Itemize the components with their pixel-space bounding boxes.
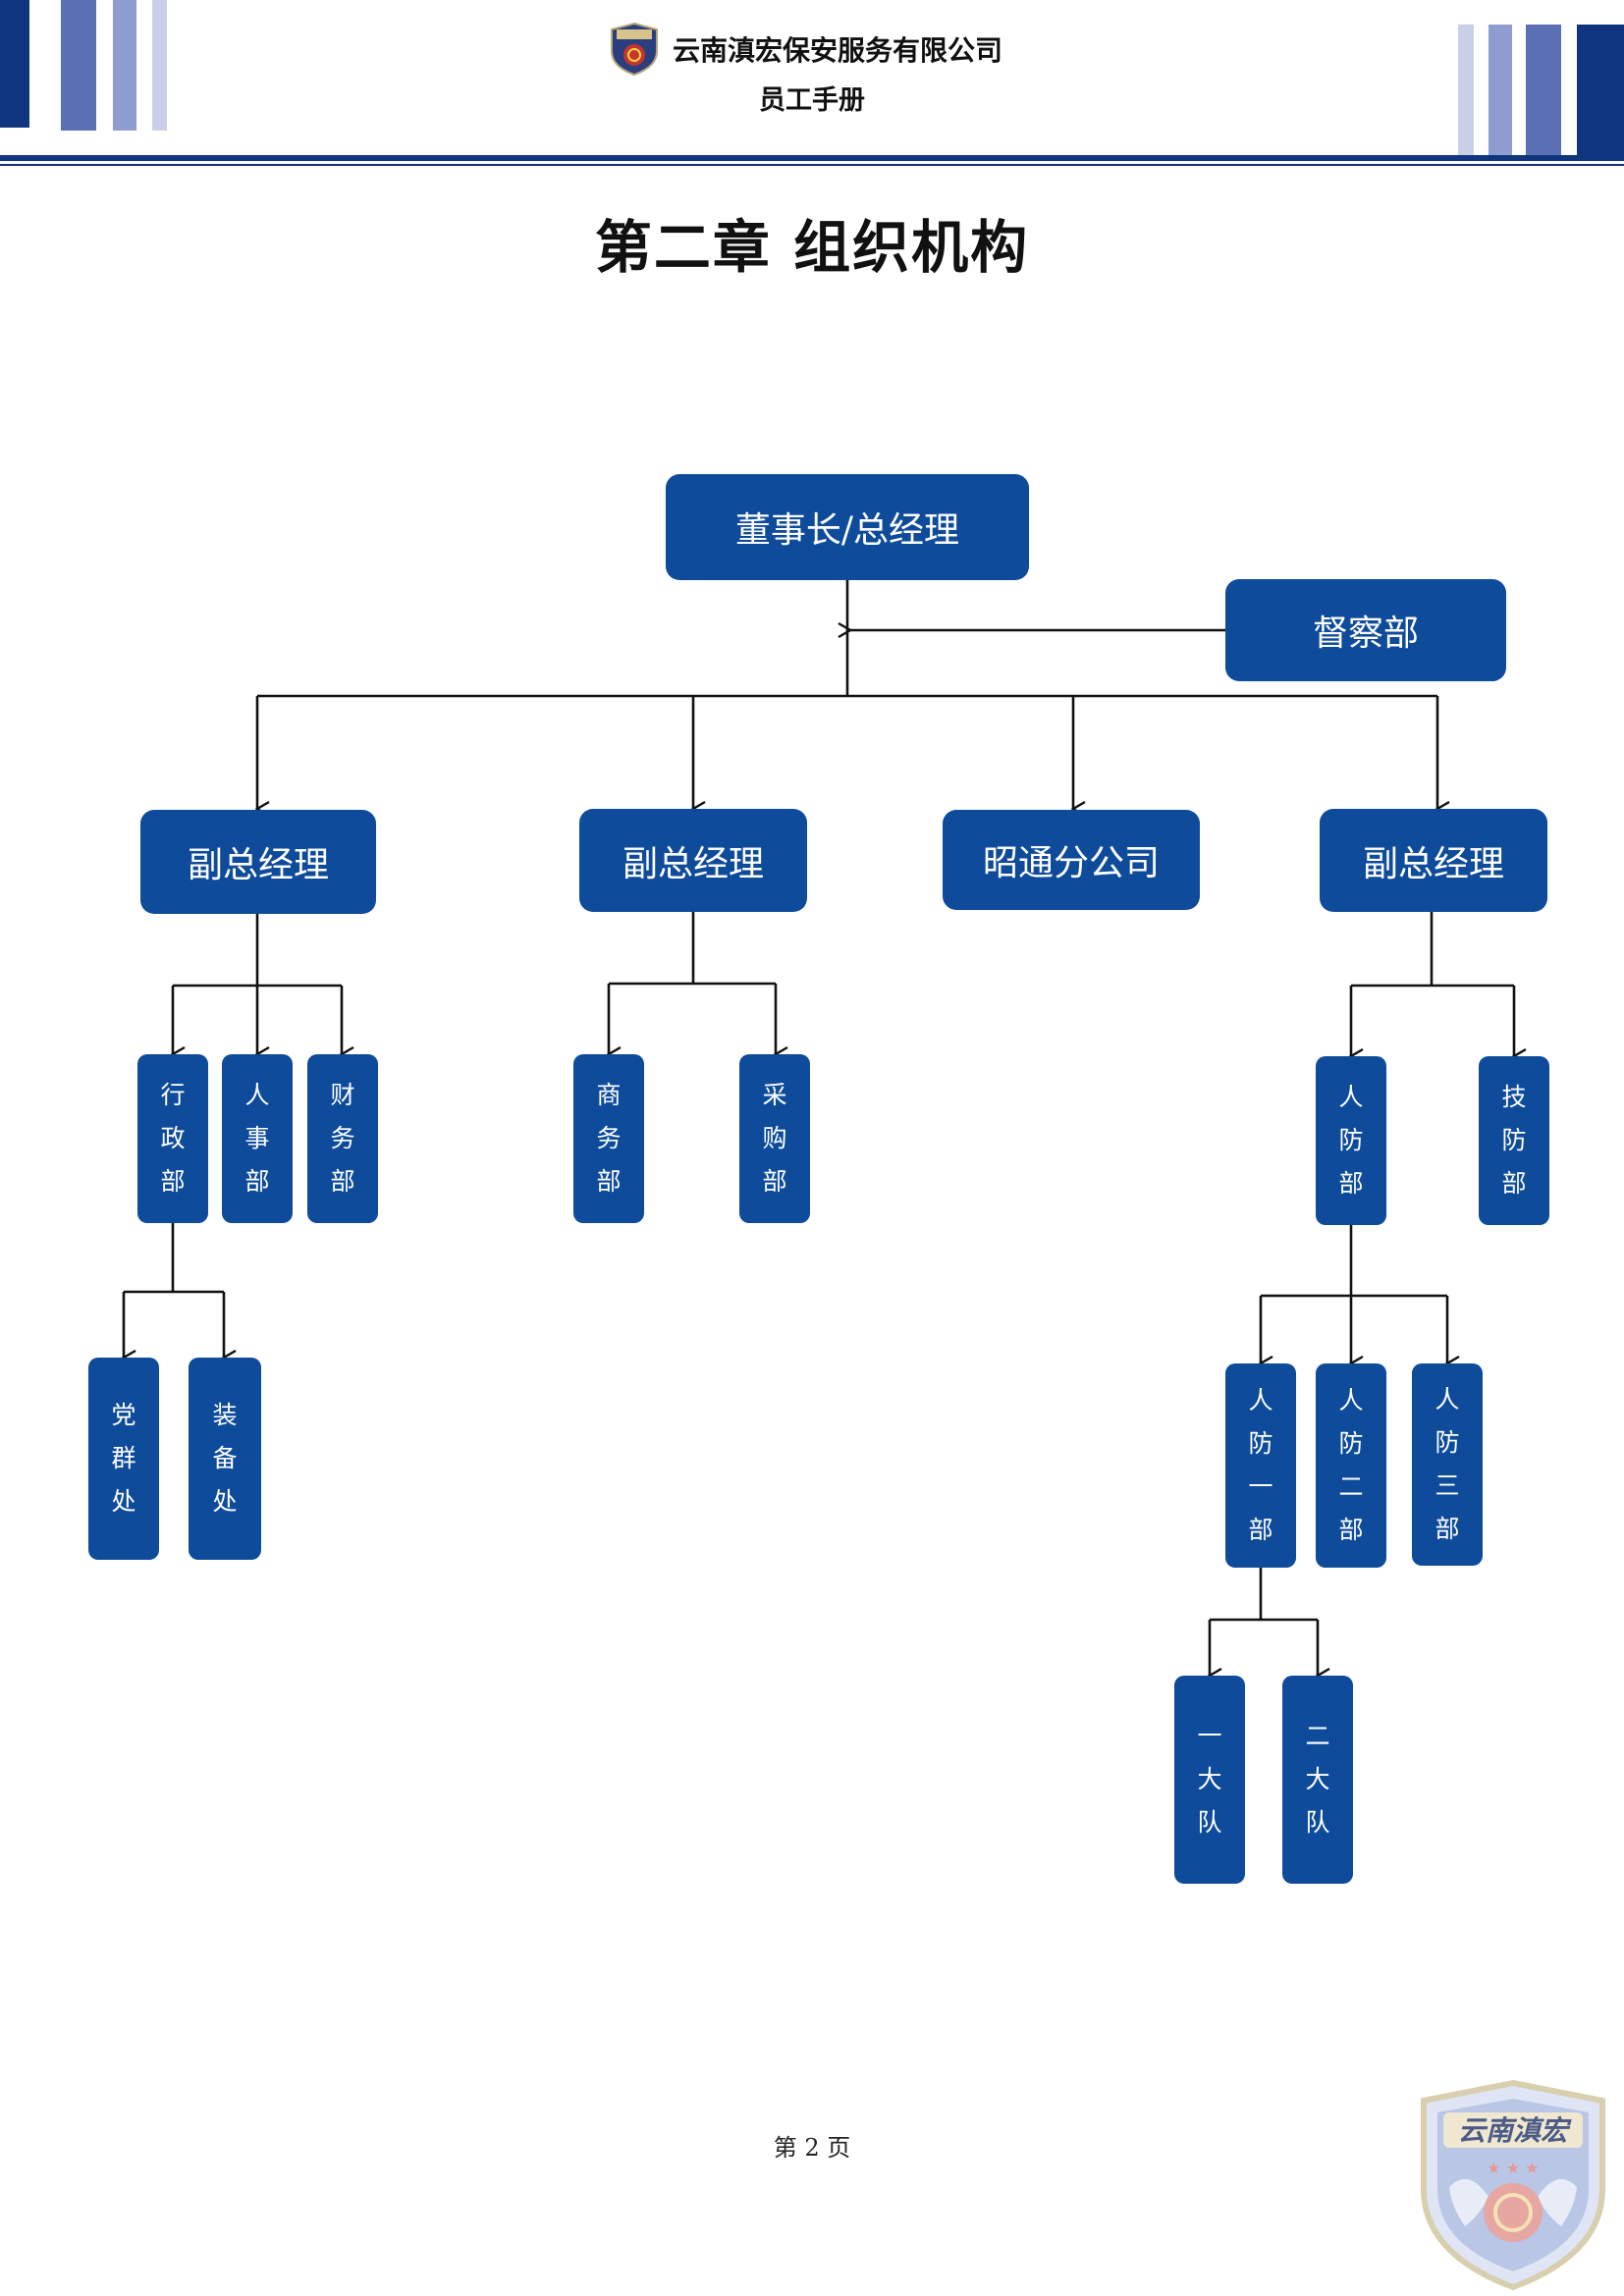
- svg-text:云南滇宏: 云南滇宏: [1458, 2114, 1572, 2147]
- node-hr-dept: 人 事 部: [222, 1054, 293, 1223]
- node-party-office: 党 群 处: [88, 1358, 159, 1560]
- company-name: 云南滇宏保安服务有限公司: [672, 34, 1002, 67]
- node-label: 采 购 部: [762, 1081, 787, 1196]
- header-bar: [1577, 25, 1624, 158]
- node-civil-defense-dept: 人 防 部: [1316, 1056, 1386, 1225]
- node-label: 一 大 队: [1197, 1722, 1222, 1837]
- document-subtitle: 员工手册: [759, 85, 865, 116]
- node-finance-dept: 财 务 部: [307, 1054, 378, 1223]
- header-bar: [61, 0, 96, 131]
- node-label: 二 大 队: [1305, 1722, 1330, 1837]
- node-label: 商 务 部: [596, 1081, 622, 1196]
- node-chairman: 董事长/总经理: [666, 474, 1029, 580]
- node-brigade-2: 二 大 队: [1282, 1676, 1353, 1884]
- page-number: 第 2 页: [773, 2134, 851, 2162]
- header-bar: [1458, 25, 1474, 158]
- header-bar: [0, 0, 29, 128]
- node-label: 技 防 部: [1501, 1083, 1527, 1198]
- company-logo: [609, 22, 660, 77]
- node-brigade-1: 一 大 队: [1174, 1676, 1245, 1884]
- node-civil-defense-1: 人 防 一 部: [1225, 1363, 1296, 1568]
- node-zhaotong-branch: 昭通分公司: [943, 810, 1200, 910]
- node-equipment-office: 装 备 处: [189, 1358, 261, 1560]
- node-supervision: 督察部: [1225, 579, 1506, 681]
- header-bar: [113, 0, 136, 131]
- chapter-title: 第二章 组织机构: [594, 214, 1030, 281]
- node-label: 人 事 部: [244, 1081, 270, 1196]
- node-vice-gm-3: 副总经理: [1320, 809, 1547, 912]
- node-label: 装 备 处: [212, 1401, 238, 1516]
- node-vice-gm-2: 副总经理: [579, 809, 807, 912]
- node-label: 人 防 一 部: [1248, 1386, 1273, 1544]
- node-label: 人 防 三 部: [1435, 1385, 1460, 1543]
- header-bar: [1526, 25, 1561, 158]
- header-rule: [0, 155, 1624, 161]
- node-vice-gm-1: 副总经理: [140, 810, 376, 914]
- node-label: 财 务 部: [330, 1081, 355, 1196]
- node-civil-defense-2: 人 防 二 部: [1316, 1363, 1386, 1568]
- emblem-watermark: 云南滇宏 ★ ★ ★: [1410, 2079, 1616, 2291]
- node-tech-defense-dept: 技 防 部: [1479, 1056, 1549, 1225]
- shield-logo-icon: [611, 22, 658, 77]
- node-admin-dept: 行 政 部: [137, 1054, 208, 1223]
- header-rule-thin: [0, 164, 1624, 166]
- node-label: 人 防 部: [1338, 1083, 1364, 1198]
- node-label: 人 防 二 部: [1338, 1386, 1364, 1544]
- node-commerce-dept: 商 务 部: [573, 1054, 644, 1223]
- node-purchasing-dept: 采 购 部: [739, 1054, 810, 1223]
- node-label: 行 政 部: [160, 1081, 186, 1196]
- node-label: 党 群 处: [111, 1401, 136, 1516]
- node-civil-defense-3: 人 防 三 部: [1412, 1363, 1483, 1566]
- header-bar: [1489, 25, 1512, 158]
- svg-text:★ ★ ★: ★ ★ ★: [1487, 2159, 1539, 2177]
- header-bar: [152, 0, 167, 131]
- shield-emblem-icon: 云南滇宏 ★ ★ ★: [1421, 2079, 1605, 2291]
